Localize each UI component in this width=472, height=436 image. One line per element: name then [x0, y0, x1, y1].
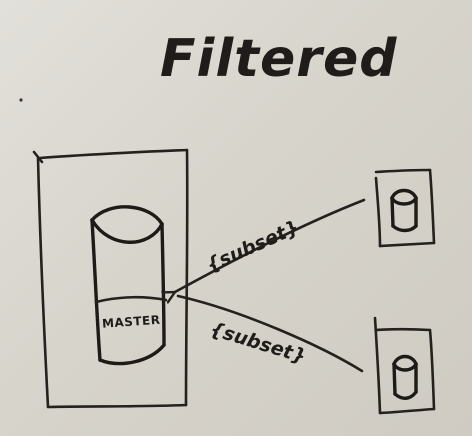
master-server-box — [32, 148, 189, 409]
master-database-icon — [90, 205, 168, 366]
replica-database-icon-1 — [390, 188, 418, 233]
edge-label-subset-1: {subset} — [203, 216, 302, 276]
replica-server-box-2 — [373, 316, 436, 415]
subset-arrow-1 — [175, 198, 366, 292]
ink-dot — [19, 98, 23, 102]
replica-server-box-1 — [374, 168, 436, 248]
diagram-title: Filtered — [160, 29, 397, 89]
master-label: MASTER — [102, 313, 161, 331]
subset-arrow-2 — [176, 294, 364, 373]
edge-label-subset-2: {subset} — [207, 318, 308, 368]
replica-database-icon-2 — [392, 354, 418, 400]
